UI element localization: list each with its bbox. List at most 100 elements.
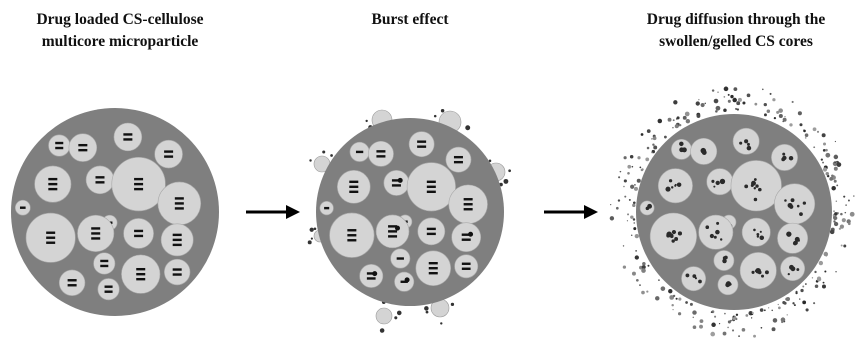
diffused-drug	[812, 277, 813, 278]
drug-mark	[173, 244, 182, 246]
drug-mark	[175, 202, 184, 204]
drug-cluster	[796, 268, 799, 271]
drug-cluster	[308, 240, 312, 244]
drug-cluster	[715, 230, 720, 235]
diffused-drug	[685, 301, 688, 304]
diffused-drug	[825, 153, 830, 158]
drug-mark	[134, 235, 143, 237]
diffused-drug	[618, 199, 620, 201]
drug-mark	[134, 178, 143, 180]
diffused-drug	[772, 98, 775, 101]
drug-cluster	[405, 277, 410, 282]
diffused-drug	[620, 171, 622, 173]
drug-mark	[91, 227, 100, 229]
drug-mark	[429, 262, 438, 264]
cs-core	[155, 140, 183, 168]
diffused-drug	[834, 222, 838, 226]
diffused-drug	[639, 284, 641, 286]
drug-mark	[417, 140, 426, 142]
drug-cluster	[670, 235, 674, 239]
diffused-drug	[624, 196, 626, 198]
diffused-drug	[826, 172, 829, 175]
diffused-drug	[647, 147, 650, 150]
diffused-drug	[805, 133, 809, 137]
diffused-drug	[774, 117, 776, 119]
diffused-drug	[813, 127, 817, 131]
drug-mark	[46, 242, 55, 244]
diffused-drug	[714, 316, 716, 318]
cs-core	[114, 123, 142, 151]
drug-cluster	[747, 143, 750, 146]
diffused-drug	[799, 123, 802, 126]
diffused-drug	[658, 119, 663, 124]
diffused-drug	[672, 127, 674, 129]
drug-mark	[367, 277, 376, 279]
drug-mark	[429, 272, 438, 274]
diffused-drug	[805, 137, 807, 139]
cs-core	[59, 270, 85, 296]
drug-mark	[349, 186, 358, 188]
diffused-drug	[693, 325, 697, 329]
drug-mark	[123, 133, 132, 135]
diffused-drug	[727, 327, 729, 329]
drug-cluster	[672, 230, 676, 234]
diffused-drug	[623, 186, 625, 188]
diffused-drug	[712, 89, 714, 91]
diffused-drug	[723, 109, 727, 113]
drug-cluster	[372, 271, 377, 276]
drug-mark	[48, 178, 57, 180]
diffused-drug	[623, 265, 626, 268]
drug-cluster	[798, 239, 800, 241]
diffused-drug	[738, 335, 740, 337]
diffused-drug	[754, 103, 757, 106]
diffused-drug	[724, 87, 729, 92]
drug-cluster	[744, 184, 748, 188]
drug-cluster	[665, 187, 670, 192]
diffused-drug	[789, 123, 792, 126]
drug-mark	[100, 260, 108, 262]
diffused-drug	[834, 155, 839, 160]
diffused-drug	[732, 98, 736, 102]
diffused-drug	[833, 210, 834, 211]
diffused-drug	[715, 110, 718, 113]
drug-mark	[324, 207, 329, 209]
diffused-drug	[735, 318, 737, 320]
diffused-drug	[651, 152, 652, 153]
drug-mark	[91, 237, 100, 239]
diffused-drug	[830, 230, 835, 235]
drug-mark	[55, 142, 63, 144]
cs-core	[360, 264, 383, 287]
drug-cluster	[503, 179, 508, 184]
diffused-drug	[624, 179, 627, 182]
diffused-drug	[652, 143, 654, 145]
diffused-drug	[672, 309, 673, 310]
diffused-drug	[630, 185, 634, 189]
diffused-drug	[701, 103, 705, 107]
drug-cluster	[751, 181, 756, 186]
drug-cluster	[468, 232, 473, 237]
diffused-drug	[653, 146, 657, 150]
drug-cluster	[753, 229, 756, 232]
diffused-drug	[831, 174, 834, 177]
diffused-drug	[673, 119, 675, 121]
diffused-drug	[845, 212, 847, 214]
cs-core	[94, 253, 115, 274]
arrow-right-2	[544, 205, 598, 219]
diffused-drug	[833, 216, 837, 220]
cs-core	[124, 218, 154, 248]
drug-mark	[78, 149, 87, 151]
diffused-drug	[824, 270, 826, 272]
drug-cluster	[434, 115, 437, 118]
drug-mark	[95, 181, 104, 183]
diffused-drug	[627, 213, 629, 215]
drug-mark	[462, 238, 471, 240]
diffused-drug	[747, 93, 751, 97]
drug-cluster	[760, 231, 762, 233]
drug-cluster	[394, 316, 397, 319]
drug-cluster	[330, 154, 333, 157]
diffused-drug	[677, 116, 680, 119]
cs-core	[418, 218, 445, 245]
diffused-drug	[641, 268, 646, 273]
drug-cluster	[675, 184, 677, 186]
diffused-drug	[645, 157, 649, 161]
